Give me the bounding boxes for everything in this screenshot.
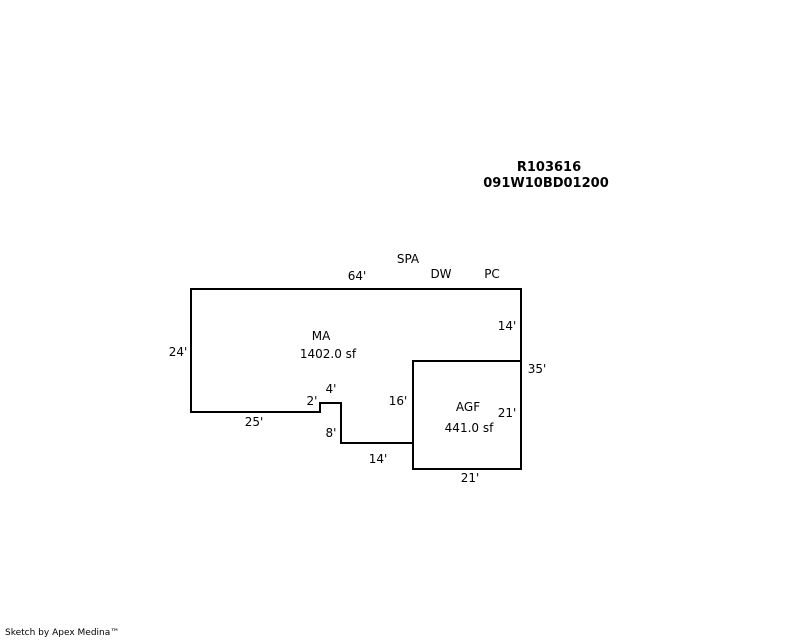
- dim-garage-right: 21': [498, 406, 517, 420]
- dim-notch-up: 2': [307, 394, 318, 408]
- dw-label: DW: [430, 267, 451, 281]
- main-area-code: MA: [312, 329, 331, 343]
- main-area-size: 1402.0 sf: [300, 347, 357, 361]
- parcel-id: R103616: [517, 160, 581, 175]
- dim-notch-top: 4': [326, 382, 337, 396]
- dim-right-total: 35': [528, 362, 547, 376]
- dim-notch-down: 8': [326, 426, 337, 440]
- dim-garage-left: 16': [389, 394, 408, 408]
- garage-area-code: AGF: [456, 400, 480, 414]
- garage-area-size: 441.0 sf: [445, 421, 494, 435]
- map-number: 091W10BD01200: [483, 176, 609, 191]
- garage-outline: [412, 360, 522, 470]
- dim-left: 24': [169, 345, 188, 359]
- sketch-credit: Sketch by Apex Medina™: [5, 628, 120, 638]
- dim-step-bottom: 14': [369, 452, 388, 466]
- dim-top: 64': [348, 269, 367, 283]
- spa-label: SPA: [397, 252, 420, 266]
- dim-garage-bottom: 21': [461, 471, 480, 485]
- dim-right-upper: 14': [498, 319, 517, 333]
- dim-bottom-left: 25': [245, 415, 264, 429]
- main-area-outline: [190, 288, 522, 470]
- pc-label: PC: [484, 267, 500, 281]
